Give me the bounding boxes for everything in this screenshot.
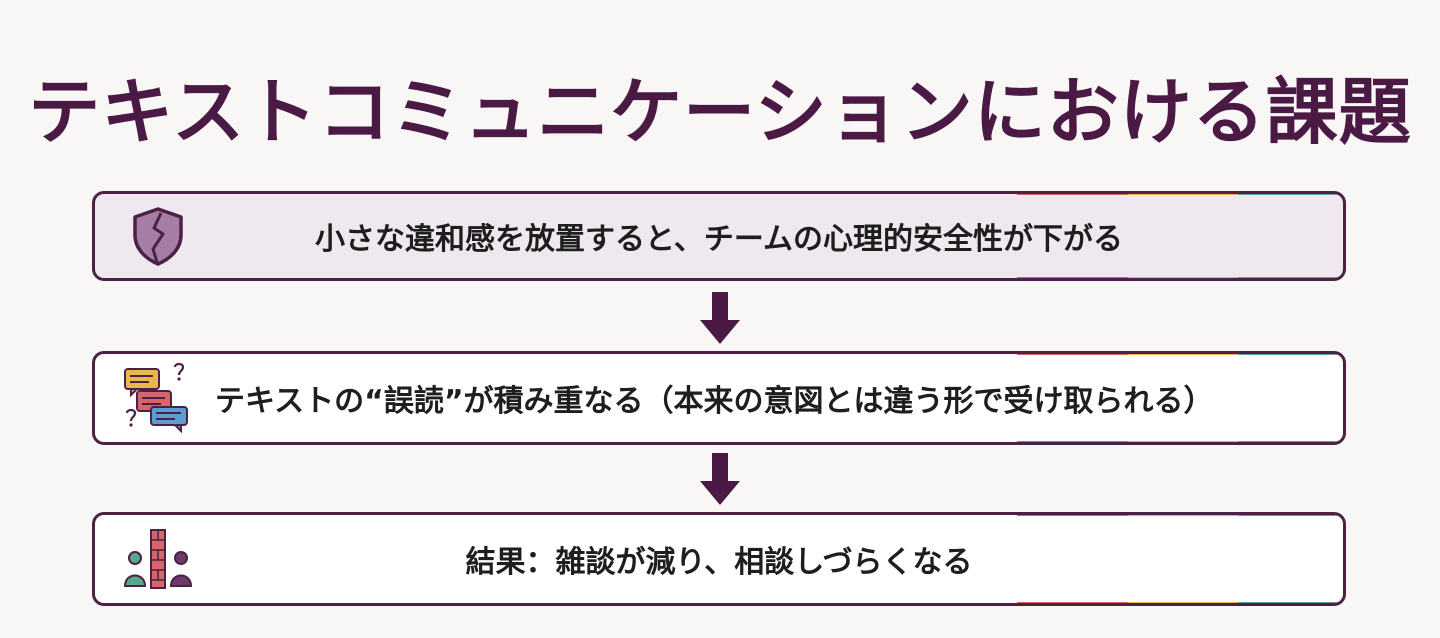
accent-bar-bottom — [1017, 441, 1343, 442]
step-2-text: テキストの“誤読”が積み重なる（本来の意図とは違う形で受け取られる） — [215, 384, 1214, 419]
accent-bar-top — [1017, 194, 1343, 195]
broken-shield-icon — [133, 207, 183, 266]
accent-bar-top — [1017, 515, 1343, 516]
step-1-text: 小さな違和感を放置すると、チームの心理的安全性が下がる — [315, 222, 1123, 257]
step-box-result: 結果：雑談が減り、相談しづらくなる — [92, 512, 1346, 606]
accent-bar-bottom — [1017, 277, 1343, 278]
step-box-psychological-safety: 小さな違和感を放置すると、チームの心理的安全性が下がる — [92, 191, 1346, 281]
accent-bar-top — [1017, 354, 1343, 355]
down-arrow-icon — [700, 453, 740, 505]
page-title: テキストコミュニケーションにおける課題 — [28, 70, 1412, 154]
people-wall-icon — [123, 529, 193, 589]
step-3-text: 結果：雑談が減り、相談しづらくなる — [465, 545, 973, 580]
chat-bubbles-question-icon — [124, 363, 188, 433]
step-box-misreading: テキストの“誤読”が積み重なる（本来の意図とは違う形で受け取られる） — [92, 351, 1346, 445]
accent-bar-bottom — [1017, 602, 1343, 603]
down-arrow-icon — [700, 292, 740, 344]
